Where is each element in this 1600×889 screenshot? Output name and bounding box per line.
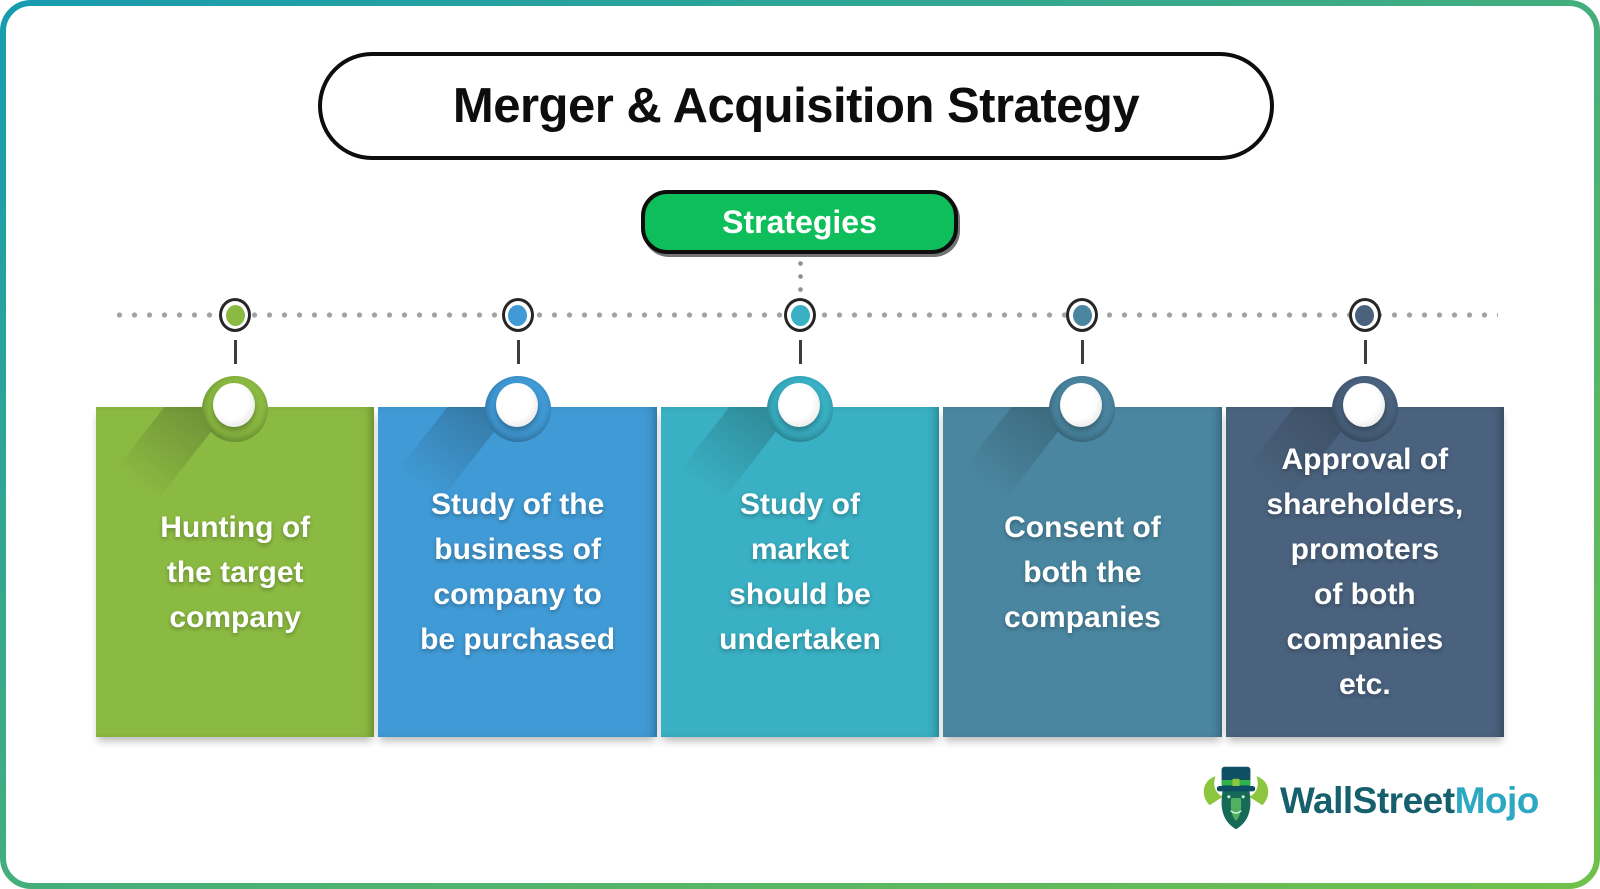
wordmark-wallstreet: WallStreet <box>1280 780 1455 821</box>
push-pin-head <box>778 383 821 427</box>
timeline-dot-fill <box>790 304 810 326</box>
card-background <box>378 407 657 737</box>
timeline-connector-line <box>1363 340 1367 364</box>
card-consent-companies: Consent of both the companies <box>943 298 1222 737</box>
card-background <box>96 407 375 737</box>
card-label: Approval of shareholders, promoters of b… <box>1266 443 1464 701</box>
strategies-button[interactable]: Strategies <box>641 190 958 254</box>
strategy-cards-row: Hunting of the target company Study of t… <box>96 298 1505 737</box>
timeline-dot-fill <box>1355 304 1375 326</box>
timeline-connector-line <box>516 340 520 364</box>
timeline-dot-fill <box>508 304 528 326</box>
push-pin-icon <box>1049 376 1116 442</box>
timeline-dot <box>501 298 534 332</box>
wallstreetmojo-bull-icon <box>1203 766 1269 830</box>
card-label: Study of market should be undertaken <box>719 488 881 656</box>
push-pin-icon <box>767 376 834 442</box>
wallstreetmojo-wordmark: WallStreetMojo <box>1280 780 1539 822</box>
card-background <box>943 407 1222 737</box>
timeline-dot <box>784 298 817 332</box>
push-pin-head <box>495 383 538 427</box>
push-pin-head <box>1342 383 1385 427</box>
push-pin-head <box>1060 383 1103 427</box>
timeline-dot-fill <box>225 304 245 326</box>
timeline-connector-line <box>234 340 238 364</box>
page-title-pill: Merger & Acquisition Strategy <box>318 52 1274 160</box>
push-pin-head <box>213 383 256 427</box>
card-background <box>660 407 940 737</box>
card-study-market: Study of market should be undertaken <box>660 298 940 737</box>
card-hunting-target: Hunting of the target company <box>96 298 375 737</box>
push-pin-icon <box>1331 376 1398 442</box>
card-label: Hunting of the target company <box>160 510 311 634</box>
timeline-dot <box>1348 298 1381 332</box>
page-title: Merger & Acquisition Strategy <box>452 79 1140 133</box>
strategies-button-label: Strategies <box>722 203 877 240</box>
timeline-connector-line <box>1081 340 1085 364</box>
wordmark-mojo: Mojo <box>1454 780 1540 821</box>
card-approval-shareholders: Approval of shareholders, promoters of b… <box>1225 298 1505 737</box>
timeline-connector-line <box>799 340 803 364</box>
card-label: Consent of both the companies <box>1004 510 1161 634</box>
wallstreetmojo-logo: WallStreetMojo <box>1200 763 1539 839</box>
timeline-dot-fill <box>1072 304 1092 326</box>
card-label: Study of the business of company to be p… <box>420 488 616 656</box>
timeline-dot <box>1066 298 1099 332</box>
vertical-dotted-connector <box>798 257 803 307</box>
card-background <box>1225 407 1505 737</box>
card-study-business: Study of the business of company to be p… <box>378 298 657 737</box>
timeline-dot <box>219 298 252 332</box>
push-pin-icon <box>202 376 269 442</box>
push-pin-icon <box>484 376 551 442</box>
